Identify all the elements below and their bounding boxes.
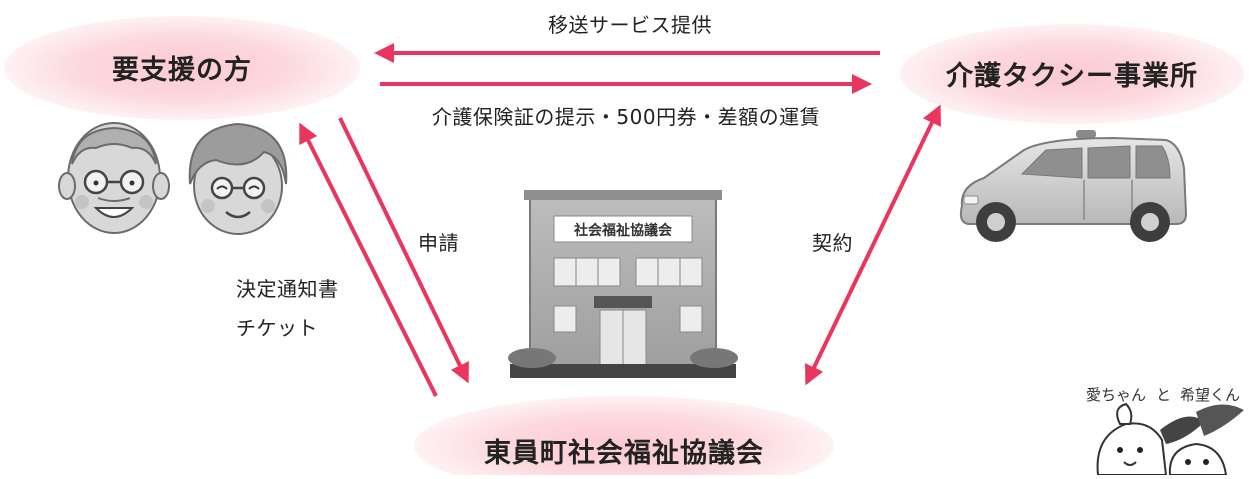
mascot-caption-ai: 愛ちゃん xyxy=(1086,386,1146,404)
contract-arrow xyxy=(805,104,941,386)
notice-label-line1: 決定通知書 xyxy=(236,277,339,301)
council-node-label: 東員町社会福祉協議会 xyxy=(484,437,764,469)
taxi-car-icon xyxy=(959,130,1188,242)
mascot-icon xyxy=(1096,402,1244,476)
taxi-node-label: 介護タクシー事業所 xyxy=(945,60,1198,92)
taxi-node-blob xyxy=(900,24,1244,124)
elderly-woman-icon xyxy=(188,122,288,235)
client-node-label: 要支援の方 xyxy=(112,54,252,86)
client-node-blob xyxy=(4,16,360,120)
payment-label: 介護保険証の提示・500円券・差額の運賃 xyxy=(432,105,820,129)
apply-arrow xyxy=(338,117,469,384)
council-node-blob xyxy=(414,396,834,479)
mascot-caption-to: と xyxy=(1156,386,1171,404)
service-label: 移送サービス提供 xyxy=(548,13,712,37)
building-sign: 社会福祉協議会 xyxy=(573,222,673,239)
elderly-man-icon xyxy=(58,122,170,234)
mascot-group: 愛ちゃん と 希望くん xyxy=(1086,386,1244,476)
mascot-caption-kibou: 希望くん xyxy=(1180,386,1240,404)
apply-label: 申請 xyxy=(418,231,459,255)
notice-label-line2: チケット xyxy=(236,316,318,340)
notice-arrow xyxy=(299,122,438,397)
building-icon: 社会福祉協議会 xyxy=(508,190,738,378)
contract-label: 契約 xyxy=(812,231,853,255)
